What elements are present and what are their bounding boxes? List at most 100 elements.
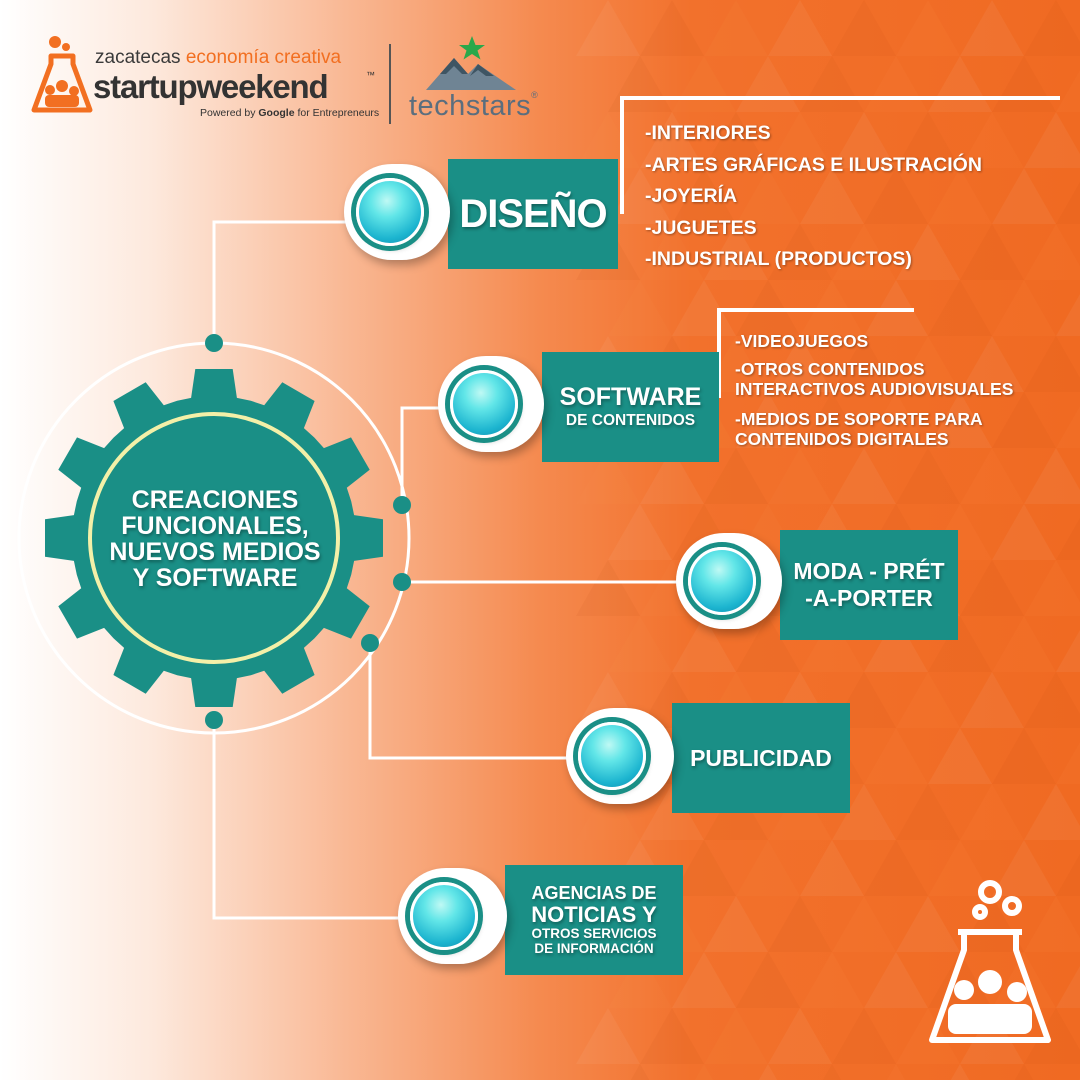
pattern-triangle [832,784,896,840]
category-moda: MODA - PRÉT -A-PORTER [780,530,958,640]
pattern-triangle [1056,182,1080,224]
orb-icon [450,370,518,438]
pattern-triangle [1024,224,1080,280]
bracket-diseno [620,96,1060,214]
pattern-triangle [1056,742,1080,784]
category-diseno: DISEÑO [448,159,618,269]
pattern-triangle [928,728,992,784]
pattern-triangle [800,616,864,672]
pattern-triangle [992,504,1056,560]
pattern-triangle [1056,854,1080,896]
pattern-triangle [1024,448,1080,504]
category-agencias: AGENCIAS DE NOTICIAS Y OTROS SERVICIOS D… [505,865,683,975]
pattern-triangle [992,840,1056,896]
pattern-triangle [896,448,960,504]
pattern-triangle [1014,1064,1034,1080]
pattern-triangle [768,336,832,392]
pattern-triangle [1024,336,1080,392]
pattern-triangle [640,112,704,168]
pattern-triangle [960,560,1024,616]
header-divider [389,44,391,124]
pattern-triangle [694,1064,714,1080]
center-title: CREACIONES FUNCIONALES, NUEVOS MEDIOS Y … [109,486,321,592]
pattern-triangle [992,728,1056,784]
pattern-triangle [768,0,832,56]
pattern-triangle [1056,966,1080,1008]
category-software: SOFTWARE DE CONTENIDOS [542,352,719,462]
pattern-triangle [896,784,960,840]
pattern-triangle [576,784,640,840]
pattern-triangle [1024,560,1080,616]
flask-logo-icon [31,36,93,113]
pattern-triangle [736,392,800,448]
pattern-triangle [896,672,960,728]
pattern-triangle [1024,1008,1080,1064]
pattern-triangle [832,896,896,952]
pattern-triangle [704,1008,768,1064]
pattern-triangle [864,392,928,448]
connector-publicidad [368,643,572,760]
pattern-triangle [864,840,928,896]
brand-wordmark: startupweekend [93,68,329,105]
pattern-triangle [800,840,864,896]
orb-icon [356,178,424,246]
city-label: zacatecas economía creativa [95,47,342,68]
partner-wordmark: techstars® [409,90,539,122]
pattern-triangle [832,0,896,56]
pattern-triangle [640,0,704,56]
pattern-triangle [672,616,736,672]
pattern-triangle [832,448,896,504]
pattern-triangle [1056,406,1080,448]
pattern-triangle [832,1008,896,1064]
connector-software [400,406,452,505]
pattern-triangle [832,224,896,280]
pattern-triangle [1024,784,1080,840]
trademark-mark: ™ [366,70,375,80]
pattern-triangle [640,224,704,280]
orb-icon [410,882,478,950]
pattern-triangle [704,224,768,280]
pattern-triangle [1024,896,1080,952]
pattern-triangle [896,1008,960,1064]
pattern-triangle [1024,672,1080,728]
pattern-triangle [864,952,928,1008]
pattern-triangle [896,224,960,280]
connector-agencias [212,720,400,920]
pattern-triangle [1024,112,1080,168]
star-mountain-icon [426,36,516,90]
diseno-subitems: -INTERIORES -ARTES GRÁFICAS E ILUSTRACIÓ… [645,122,982,270]
pattern-triangle [960,896,1024,952]
pattern-triangle [832,336,896,392]
pattern-triangle [768,1008,832,1064]
pattern-triangle [800,392,864,448]
bracket-software [717,308,914,398]
pattern-triangle [960,448,1024,504]
pattern-triangle [736,840,800,896]
pattern-triangle [758,1064,778,1080]
pattern-triangle [608,280,672,336]
pattern-triangle [608,616,672,672]
pattern-triangle [768,224,832,280]
pattern-triangle [864,728,928,784]
pattern-triangle [640,1008,704,1064]
flask-people-icon [929,880,1051,1043]
pattern-triangle [768,896,832,952]
pattern-triangle [576,560,640,616]
pattern-triangle [992,392,1056,448]
pattern-triangle [736,168,800,224]
pattern-triangle [640,448,704,504]
pattern-triangle [960,224,1024,280]
pattern-triangle [928,280,992,336]
pattern-triangle [960,0,1024,56]
pattern-triangle [576,1008,640,1064]
pattern-triangle [576,0,640,56]
pattern-triangle [704,896,768,952]
software-subitems: -VIDEOJUEGOS -OTROS CONTENIDOS INTERACTI… [735,331,1014,449]
pattern-triangle [800,952,864,1008]
pattern-triangle [864,168,928,224]
pattern-triangle [950,1064,970,1080]
pattern-triangle [608,952,672,1008]
pattern-triangle [704,448,768,504]
